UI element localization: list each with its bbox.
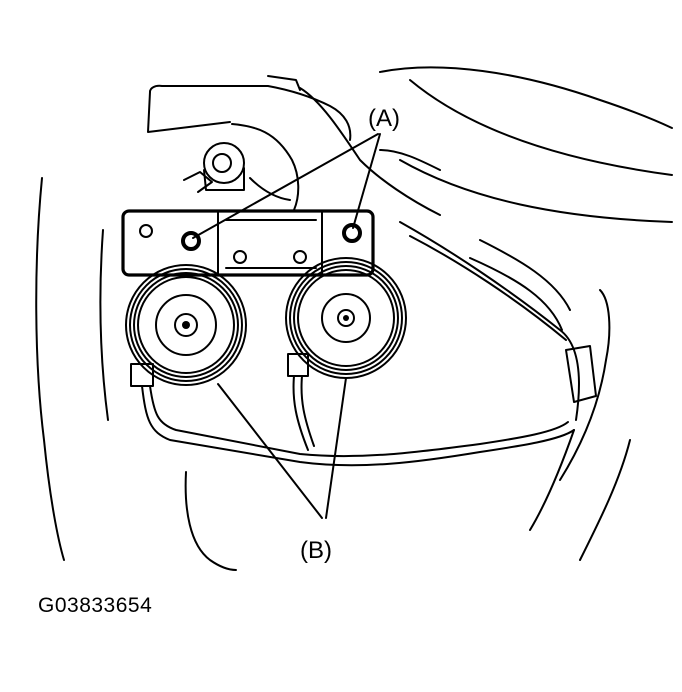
callout-label-a: (A) [368, 105, 400, 132]
callout-label-b: (B) [300, 537, 332, 564]
figure-code: G03833654 [38, 594, 153, 617]
body-panel-contours [35, 66, 673, 571]
callout-b-leaders [217, 377, 347, 519]
horn-right [285, 257, 407, 379]
upper-bracket [147, 75, 441, 216]
callout-a-leaders [192, 133, 381, 239]
bolt-hole-a-left [181, 231, 201, 251]
bolt-head [203, 142, 245, 191]
bolt-hole-a-right [342, 223, 362, 243]
horn-mounting-bracket [121, 209, 375, 277]
horn-left [125, 264, 247, 387]
wiring-harness [141, 221, 597, 531]
